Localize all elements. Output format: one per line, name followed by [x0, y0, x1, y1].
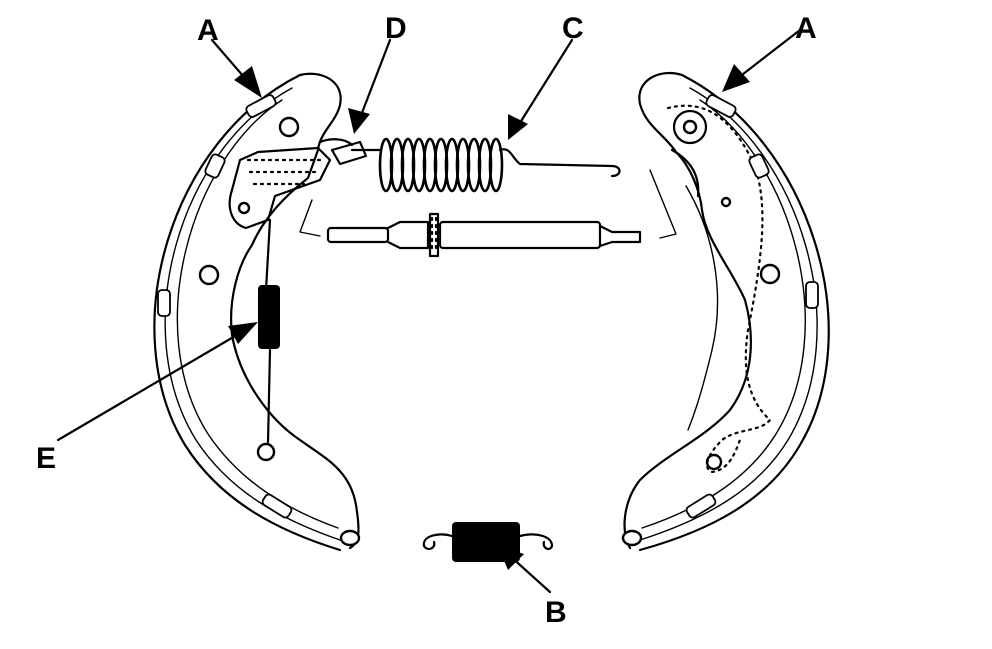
lower-return-spring: [422, 522, 554, 562]
adjuster-strut: [299, 169, 677, 258]
upper-return-spring: [350, 137, 621, 193]
left-shoe-hole-mid: [198, 264, 220, 286]
leader-lines: [56, 28, 802, 594]
callout-e: E: [36, 442, 56, 475]
left-brake-shoe: [153, 72, 368, 552]
callout-c: C: [562, 12, 584, 45]
callout-d: D: [385, 12, 407, 45]
right-shoe-hole-low: [705, 453, 723, 471]
right-shoe-eye: [621, 529, 643, 547]
spring-coil: [488, 137, 504, 193]
left-shoe-eye: [339, 529, 361, 547]
adjuster-spring: [258, 218, 280, 444]
right-shoe-hole-mid: [759, 263, 781, 285]
callout-b: B: [545, 596, 567, 629]
callout-a-left: A: [197, 14, 219, 47]
left-shoe-hole-top: [278, 116, 300, 138]
right-shoe-hole-top: [720, 196, 732, 208]
callout-a-right: A: [795, 12, 817, 45]
right-brake-shoe: [621, 71, 830, 552]
left-shoe-hole-low: [256, 442, 276, 462]
